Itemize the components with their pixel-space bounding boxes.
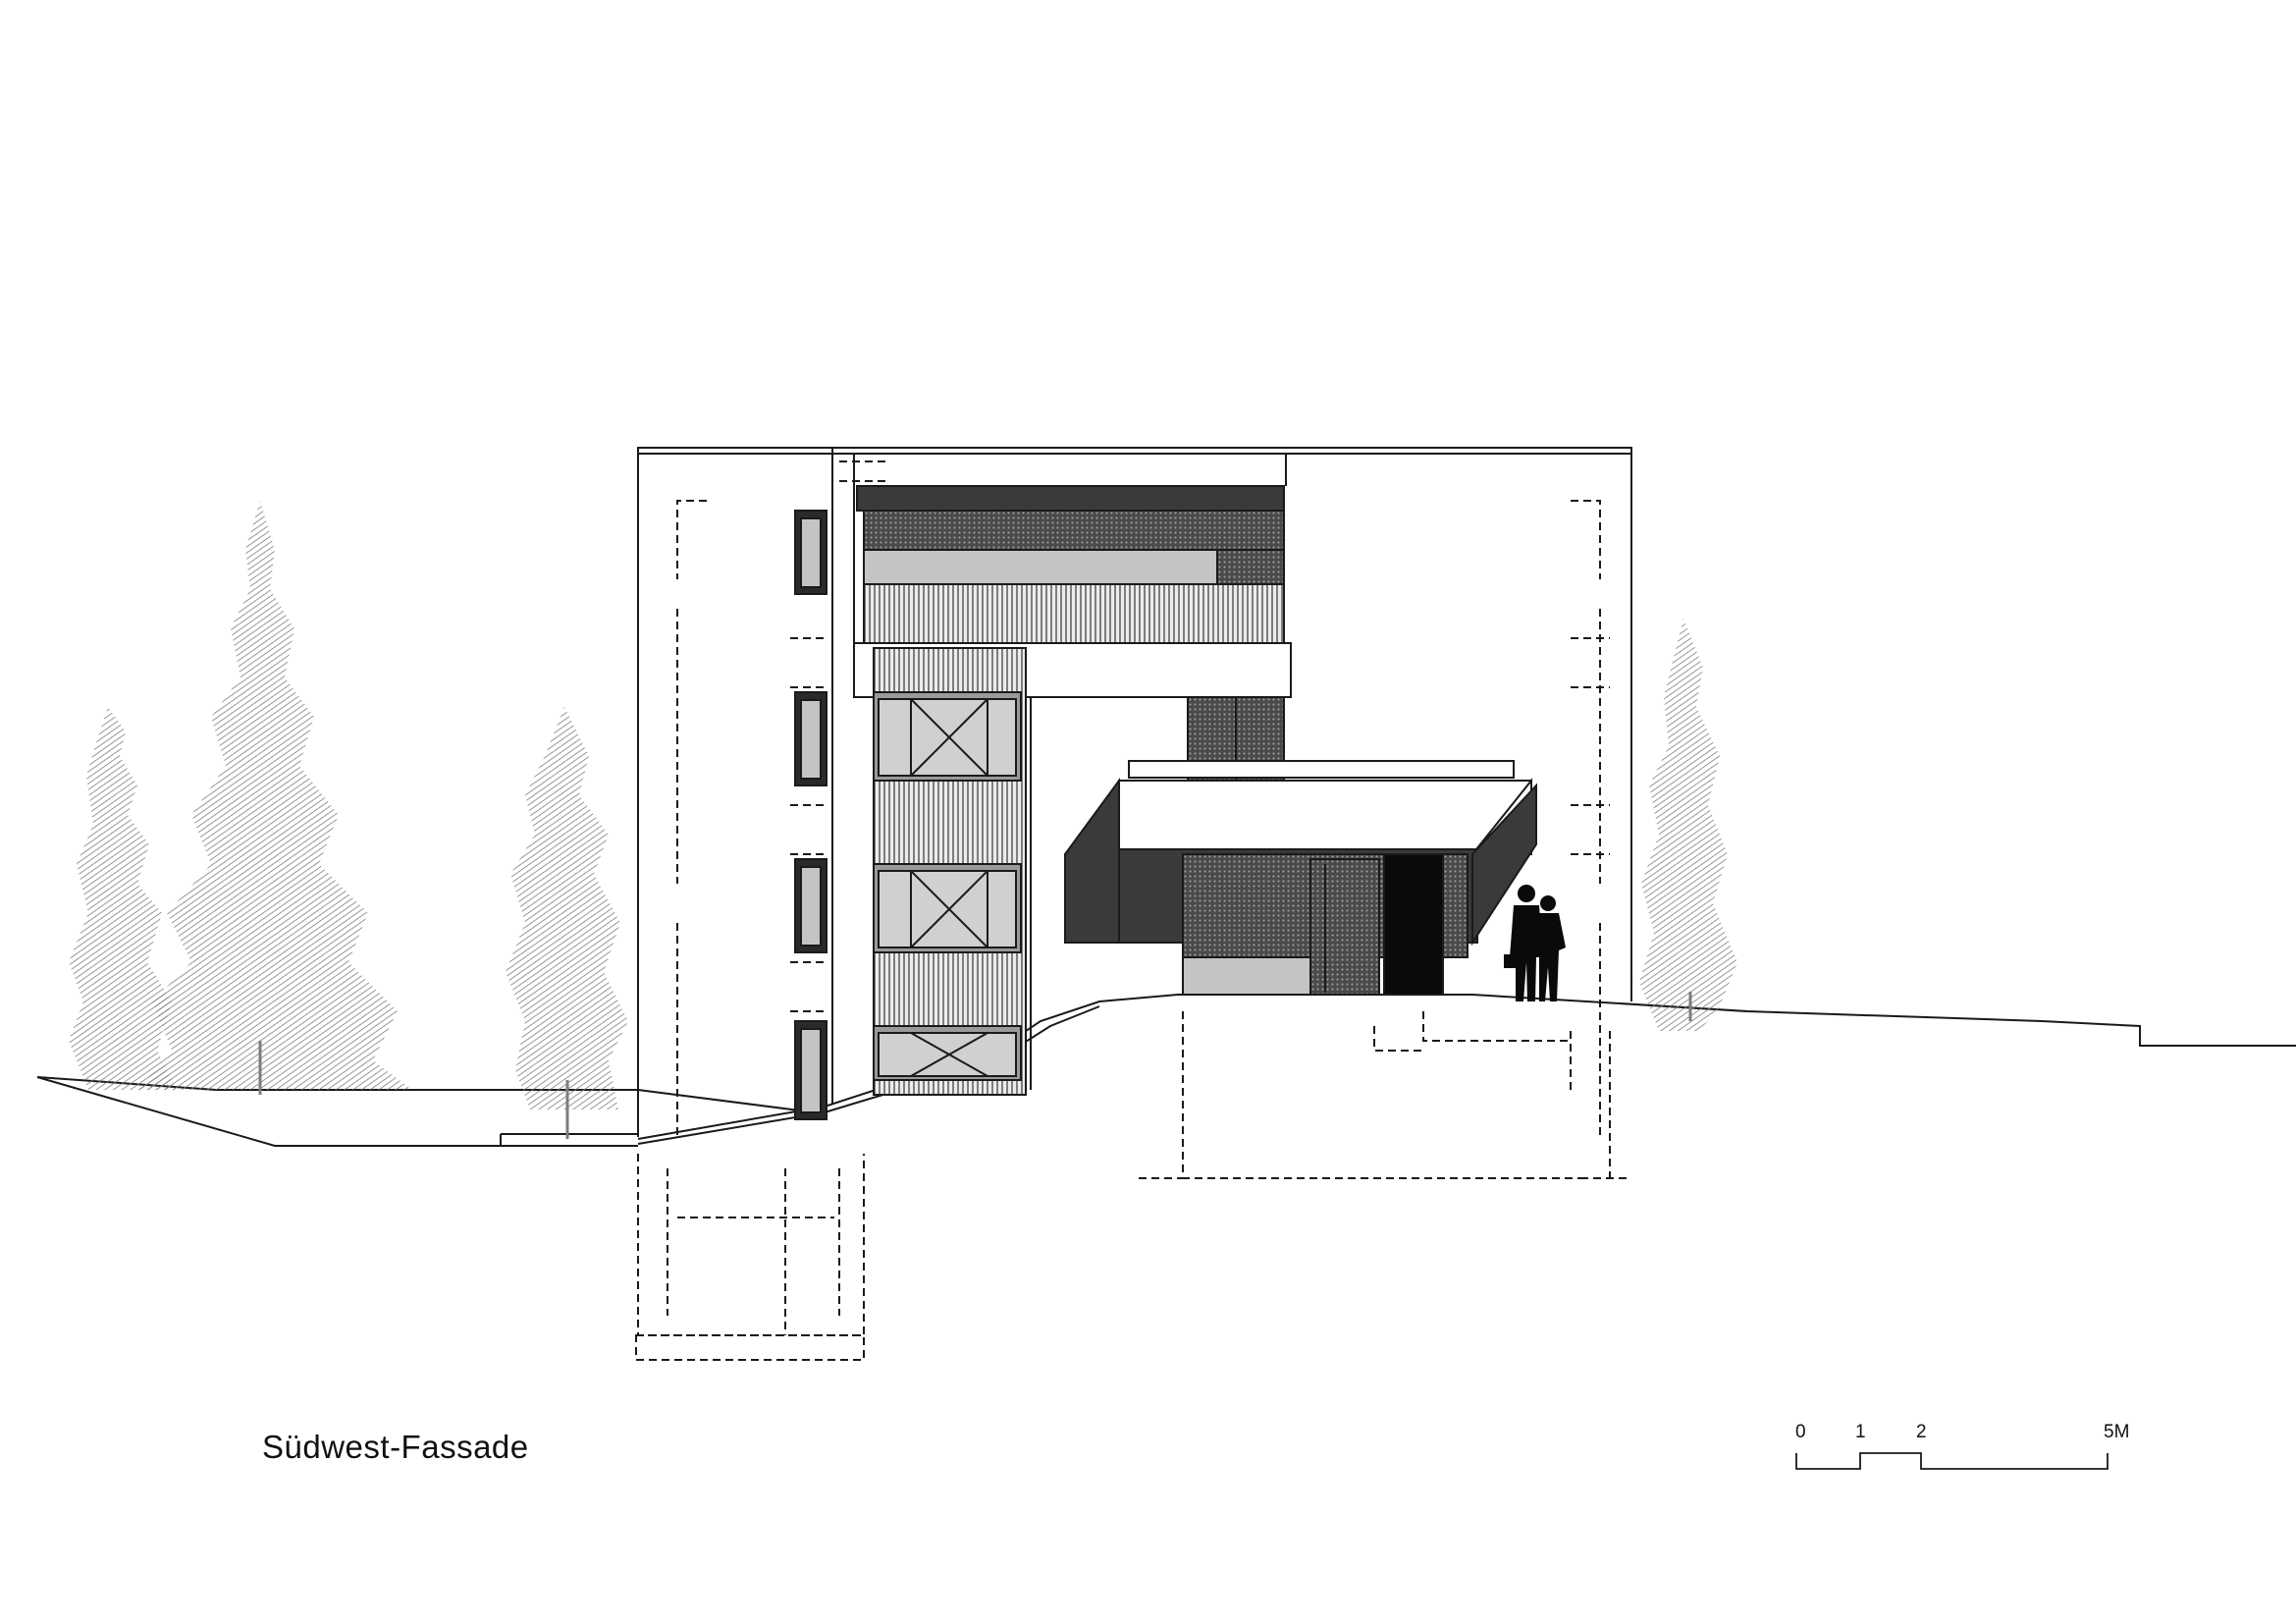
bay-windows <box>873 647 1027 1096</box>
scale-tick-5m: 5M <box>2104 1422 2130 1442</box>
top-balcony <box>853 485 1292 698</box>
person-silhouette-icon <box>1504 885 1543 1001</box>
conifer-tree-icon <box>1639 619 1737 1031</box>
conifer-tree-icon <box>506 707 628 1109</box>
scale-tick-2: 2 <box>1916 1422 1927 1442</box>
conifer-tree-icon <box>69 707 177 1090</box>
cantilever-canopy <box>1064 760 1532 944</box>
conifer-tree-icon <box>137 501 412 1090</box>
drawing-title: Südwest-Fassade <box>262 1429 529 1465</box>
window-column-left <box>794 510 828 1120</box>
scale-tick-0: 0 <box>1795 1422 1806 1442</box>
scale-tick-1: 1 <box>1855 1422 1866 1442</box>
building-outline <box>637 447 1632 1137</box>
entrance <box>1118 783 1537 996</box>
scale-bar-icon <box>1795 1452 2109 1470</box>
person-silhouette-icon <box>1537 895 1566 1001</box>
